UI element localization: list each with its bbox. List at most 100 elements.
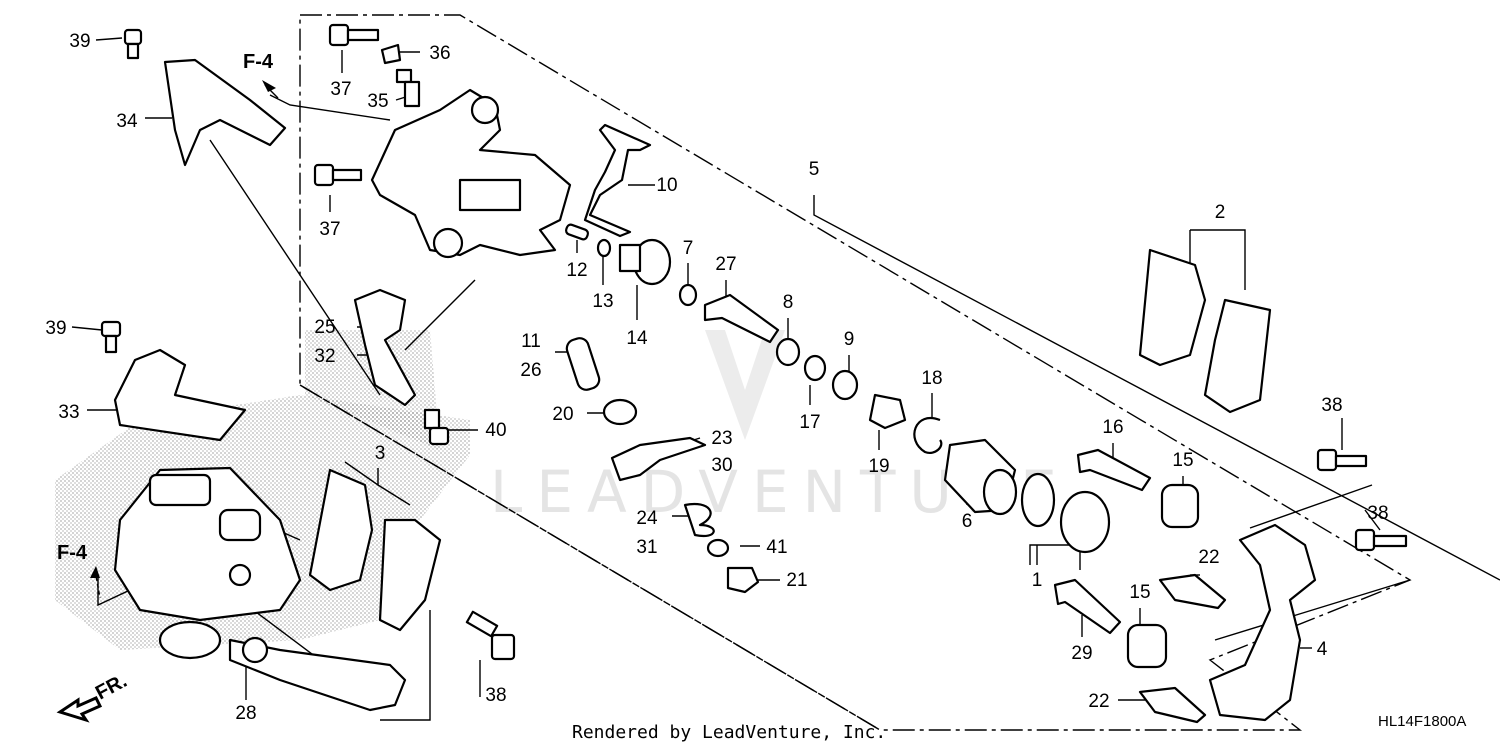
brake-pad-3-a (308, 468, 374, 592)
part-label-22a[interactable]: 22 (1198, 547, 1219, 568)
brake-pad-2-a (1138, 248, 1207, 367)
part-label-5[interactable]: 5 (809, 159, 820, 180)
boot-15-upper (1160, 483, 1200, 529)
pin-29 (1053, 578, 1122, 635)
part-label-33[interactable]: 33 (58, 402, 79, 423)
shaft-27 (703, 293, 780, 344)
part-label-2[interactable]: 2 (1215, 202, 1226, 223)
seal-1-inner (1020, 472, 1056, 528)
spring-9 (831, 369, 859, 401)
part-label-13[interactable]: 13 (592, 291, 613, 312)
part-label-37a[interactable]: 37 (330, 79, 351, 100)
bolt-38-b (1354, 528, 1408, 552)
part-label-11[interactable]: 11 (521, 331, 541, 352)
circlip-18 (913, 417, 943, 454)
part-label-29[interactable]: 29 (1071, 643, 1092, 664)
part-label-14[interactable]: 14 (626, 328, 648, 349)
bolt-39-top (123, 28, 143, 60)
callout-f4-top[interactable]: F-4 (243, 51, 274, 73)
part-label-18[interactable]: 18 (921, 368, 942, 389)
bolt-39-lower (100, 320, 122, 354)
part-label-25[interactable]: 25 (314, 317, 335, 338)
shim-22-lower (1138, 686, 1207, 724)
bolt-37-top (328, 23, 380, 47)
diagram-code: HL14F1800A (1378, 713, 1466, 730)
part-label-37b[interactable]: 37 (319, 219, 340, 240)
part-label-38a[interactable]: 38 (1321, 395, 1342, 416)
piston-6 (943, 438, 1018, 516)
caliper-body-5 (370, 88, 572, 257)
washer-41 (706, 538, 730, 558)
part-label-8[interactable]: 8 (783, 292, 794, 313)
bracket-25-32 (353, 288, 417, 407)
shim-22-upper (1158, 573, 1227, 610)
plate-23-30 (610, 436, 707, 482)
part-label-10[interactable]: 10 (656, 175, 677, 196)
part-label-30[interactable]: 30 (711, 455, 732, 476)
part-label-16[interactable]: 16 (1102, 417, 1123, 438)
part-label-23[interactable]: 23 (711, 428, 732, 449)
part-label-27[interactable]: 27 (715, 254, 736, 275)
part-label-6[interactable]: 6 (962, 511, 973, 532)
brake-pad-3-b (378, 518, 442, 632)
part-label-9[interactable]: 9 (844, 329, 855, 350)
part-label-4[interactable]: 4 (1317, 639, 1328, 660)
caliper-assembly-28 (113, 466, 407, 712)
pin-11-26 (565, 337, 601, 391)
part-label-31[interactable]: 31 (636, 537, 657, 558)
part-label-35[interactable]: 35 (367, 91, 388, 112)
spring-24-31 (683, 502, 715, 538)
caliper-upper-boss (470, 95, 500, 125)
part-label-22b[interactable]: 22 (1088, 691, 1109, 712)
part-label-26[interactable]: 26 (520, 360, 541, 381)
bolt-38-c (465, 610, 516, 661)
part-label-36[interactable]: 36 (429, 43, 450, 64)
callout-f4-left[interactable]: F-4 (57, 542, 88, 564)
part-label-21[interactable]: 21 (786, 570, 807, 591)
bearing-8 (775, 337, 801, 367)
part-label-28[interactable]: 28 (235, 703, 256, 724)
nut-21 (726, 566, 760, 594)
part-label-38b[interactable]: 38 (1367, 503, 1388, 524)
part-label-38c[interactable]: 38 (485, 685, 506, 706)
part-label-32[interactable]: 32 (314, 346, 335, 367)
bleeder-35 (395, 68, 421, 108)
part-label-1[interactable]: 1 (1032, 570, 1043, 591)
seal-1-outer (1059, 490, 1111, 554)
bolt-38-a (1316, 448, 1368, 472)
part-label-7[interactable]: 7 (683, 238, 694, 259)
part-label-17[interactable]: 17 (799, 412, 820, 433)
part-label-20[interactable]: 20 (552, 404, 573, 425)
bolt-37-left (313, 163, 363, 187)
brake-pad-2-b (1203, 298, 1272, 414)
cap-36 (380, 43, 402, 65)
bolt-40 (423, 408, 450, 446)
part-label-34[interactable]: 34 (116, 111, 138, 132)
pin-12 (564, 223, 590, 241)
part-label-15b[interactable]: 15 (1129, 582, 1150, 603)
part-label-39b[interactable]: 39 (45, 318, 66, 339)
render-credit: Rendered by LeadVenture, Inc. (572, 722, 886, 743)
callout-arrows (56, 80, 279, 723)
assembly-outlines (299, 14, 1412, 731)
bracket-33 (113, 348, 247, 442)
caliper-window (458, 178, 522, 212)
caliper-bracket-4 (1208, 523, 1317, 722)
part-label-39a[interactable]: 39 (69, 31, 90, 52)
part-label-15a[interactable]: 15 (1172, 450, 1193, 471)
adjuster-19 (868, 393, 907, 430)
part-label-19[interactable]: 19 (868, 456, 889, 477)
part-label-40[interactable]: 40 (485, 420, 506, 441)
cam-14-shaft (618, 243, 642, 273)
part-label-41[interactable]: 41 (766, 537, 787, 558)
front-arrow-icon (56, 696, 103, 723)
ring-17 (803, 354, 827, 382)
part-label-12[interactable]: 12 (566, 260, 587, 281)
parts (100, 23, 1408, 724)
boot-20 (602, 398, 638, 426)
washer-13 (596, 238, 612, 258)
part-label-3[interactable]: 3 (375, 443, 386, 464)
caliper-mount-boss (432, 227, 464, 259)
part-label-24[interactable]: 24 (636, 508, 658, 529)
